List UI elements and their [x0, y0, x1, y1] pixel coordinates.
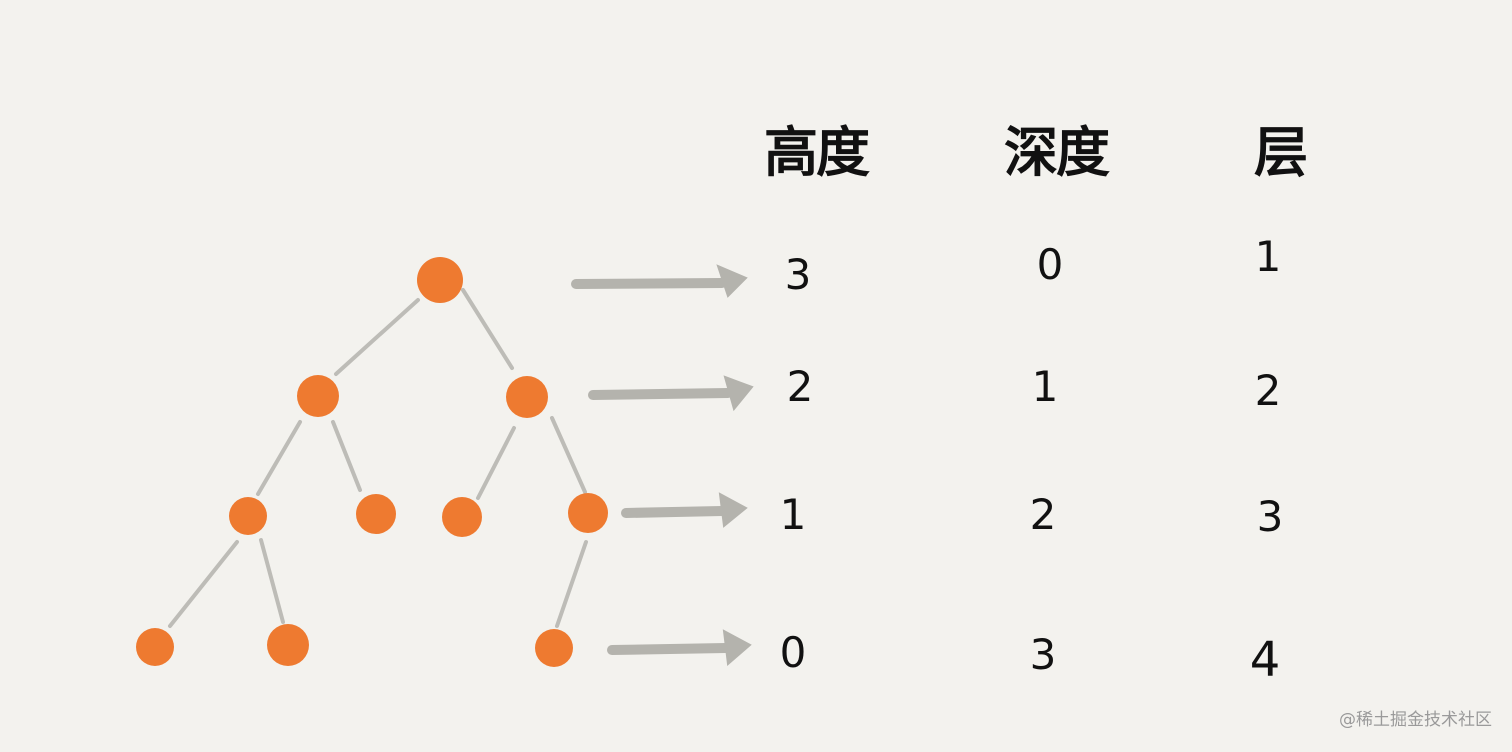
depth-value: 2: [1029, 490, 1057, 539]
depth-value: 3: [1029, 630, 1057, 679]
level-arrows: [571, 264, 754, 666]
tree-node: [535, 629, 573, 667]
height-value: 3: [784, 250, 812, 299]
tree-node: [297, 375, 339, 417]
level-value: 4: [1249, 632, 1281, 688]
depth-value: 0: [1036, 240, 1064, 289]
height-value: 2: [786, 362, 814, 411]
tree-node: [417, 257, 463, 303]
tree-node: [442, 497, 482, 537]
tree-node: [356, 494, 396, 534]
tree-node: [506, 376, 548, 418]
level-value: 1: [1254, 232, 1282, 281]
depth-value: 1: [1031, 362, 1059, 411]
header-depth: 深度: [1004, 121, 1110, 184]
watermark: @稀土掘金技术社区: [1339, 710, 1492, 730]
header-height: 高度: [764, 121, 870, 184]
tree-node: [267, 624, 309, 666]
height-value: 0: [779, 628, 807, 677]
tree-node: [136, 628, 174, 666]
tree-node: [229, 497, 267, 535]
level-value: 2: [1254, 366, 1282, 415]
height-value: 1: [779, 490, 807, 539]
header-level: 层: [1254, 121, 1308, 184]
tree-node: [568, 493, 608, 533]
tree-nodes: [136, 257, 608, 667]
level-value: 3: [1256, 492, 1284, 541]
tree-edges: [168, 288, 588, 628]
